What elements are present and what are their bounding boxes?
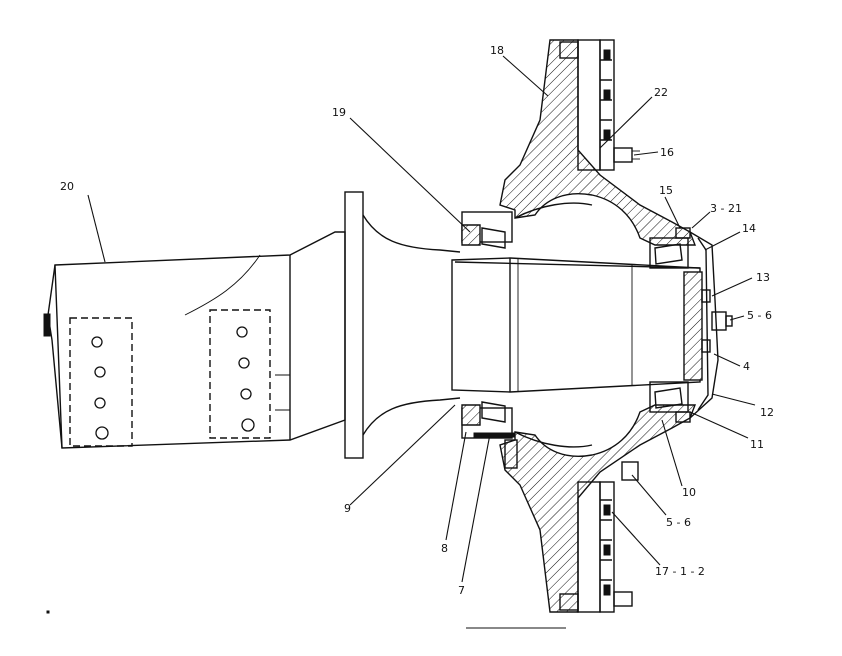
label-9: 9 xyxy=(344,502,351,515)
cap-bolts xyxy=(675,227,691,423)
outer-bearing-upper xyxy=(649,237,689,269)
label-18: 18 xyxy=(490,44,504,57)
label-5-6-lower: 5 - 6 xyxy=(666,516,691,529)
spindle-flange xyxy=(344,191,461,459)
label-7: 7 xyxy=(458,584,465,597)
inner-bearing-upper xyxy=(461,211,513,249)
label-20: 20 xyxy=(60,180,74,193)
axle-housing xyxy=(43,231,346,449)
label-17-1-2: 17 - 1 - 2 xyxy=(655,565,705,578)
label-8: 8 xyxy=(441,542,448,555)
wheel-hub xyxy=(499,39,697,613)
label-4: 4 xyxy=(743,360,750,373)
label-5-6-upper: 5 - 6 xyxy=(747,309,772,322)
label-12: 12 xyxy=(760,406,774,419)
mounting-plate-right xyxy=(209,309,271,439)
label-13: 13 xyxy=(756,271,770,284)
label-14: 14 xyxy=(742,222,756,235)
spindle-shaft xyxy=(451,257,701,393)
label-11: 11 xyxy=(750,438,764,451)
hub-cap xyxy=(683,231,733,419)
label-15: 15 xyxy=(659,184,673,197)
label-22: 22 xyxy=(654,86,668,99)
leader-lines xyxy=(87,55,756,583)
label-3-21: 3 - 21 xyxy=(710,202,742,215)
mounting-plate-left xyxy=(69,317,133,447)
reference-dot xyxy=(46,610,50,614)
label-10: 10 xyxy=(682,486,696,499)
outer-bearing-lower xyxy=(649,381,689,413)
inner-bearing-lower xyxy=(461,401,515,439)
seal-ring xyxy=(504,439,518,469)
label-16: 16 xyxy=(660,146,674,159)
rim-bolt-stack-upper xyxy=(559,39,640,171)
part-labels: 20 19 18 22 16 15 3 - 21 14 13 5 - 6 4 1… xyxy=(60,44,774,597)
label-19: 19 xyxy=(332,106,346,119)
rim-bolt-stack-lower xyxy=(559,461,639,613)
